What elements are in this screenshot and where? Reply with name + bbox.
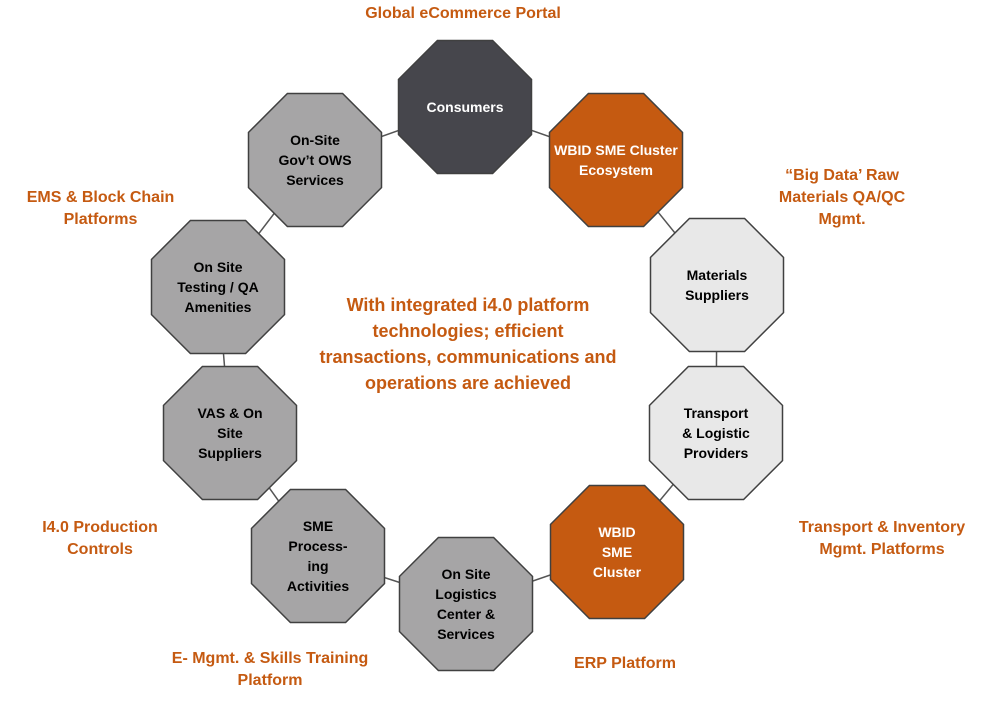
- octagon-shape: [398, 536, 534, 672]
- node-label-line: Suppliers: [685, 287, 749, 303]
- node-label-line: On Site: [441, 566, 490, 582]
- node-label-line: Services: [286, 172, 344, 188]
- node-label-line: Cluster: [593, 564, 642, 580]
- center-statement: With integrated i4.0 platform technologi…: [319, 295, 617, 393]
- node-label-line: Ecosystem: [579, 162, 653, 178]
- node-label-line: On Site: [193, 259, 242, 275]
- node-label-line: ing: [308, 558, 329, 574]
- node-label-line: & Logistic: [682, 425, 750, 441]
- node-label-line: Testing / QA: [177, 279, 258, 295]
- node-label-line: Center &: [437, 606, 495, 622]
- label-ems-block-chain-platforms: EMS & Block Chain Platforms: [26, 189, 175, 228]
- octagon-shape: [397, 39, 533, 175]
- node-label-line: Transport: [684, 405, 749, 421]
- label-erp-platform: ERP Platform: [574, 655, 676, 672]
- node-consumers: Consumers: [397, 39, 533, 175]
- octagon-shape: [549, 484, 685, 620]
- node-label-line: VAS & On: [197, 405, 262, 421]
- label-skills-training-platform: E- Mgmt. & Skills Training Platform: [171, 650, 369, 689]
- node-label-line: Providers: [684, 445, 749, 461]
- octagon-shape: [162, 365, 298, 501]
- node-label-line: On-Site: [290, 132, 340, 148]
- octagon-shape: [250, 488, 386, 624]
- node-label-line: Services: [437, 626, 495, 642]
- node-label-line: SME: [303, 518, 333, 534]
- node-label-line: Materials: [687, 267, 748, 283]
- node-label-line: SME: [602, 544, 632, 560]
- node-label-line: WBID: [598, 524, 635, 540]
- node-label-line: Amenities: [185, 299, 252, 315]
- node-label-line: Consumers: [426, 99, 503, 115]
- node-label-line: Site: [217, 425, 243, 441]
- node-wbid-cluster: WBID SME Cluster: [549, 484, 685, 620]
- octagon-shape: [648, 365, 784, 501]
- node-label-line: WBID SME Cluster: [554, 142, 678, 158]
- node-label-line: Logistics: [435, 586, 497, 602]
- label-global-ecommerce-portal: Global eCommerce Portal: [365, 5, 561, 22]
- octagon-shape: [150, 219, 286, 355]
- label-i40-production-controls: I4.0 Production Controls: [42, 519, 158, 558]
- octagon-shape: [247, 92, 383, 228]
- node-label-line: Gov’t OWS: [278, 152, 351, 168]
- node-label-line: Activities: [287, 578, 349, 594]
- node-label-line: Suppliers: [198, 445, 262, 461]
- label-big-data-qa-qc: “Big Data’ Raw Materials QA/QC Mgmt.: [778, 167, 906, 228]
- node-label-line: Process-: [288, 538, 347, 554]
- octagon-shape: [548, 92, 684, 228]
- octagon-shape: [649, 217, 785, 353]
- label-transport-inventory-platforms: Transport & Inventory Mgmt. Platforms: [798, 519, 966, 558]
